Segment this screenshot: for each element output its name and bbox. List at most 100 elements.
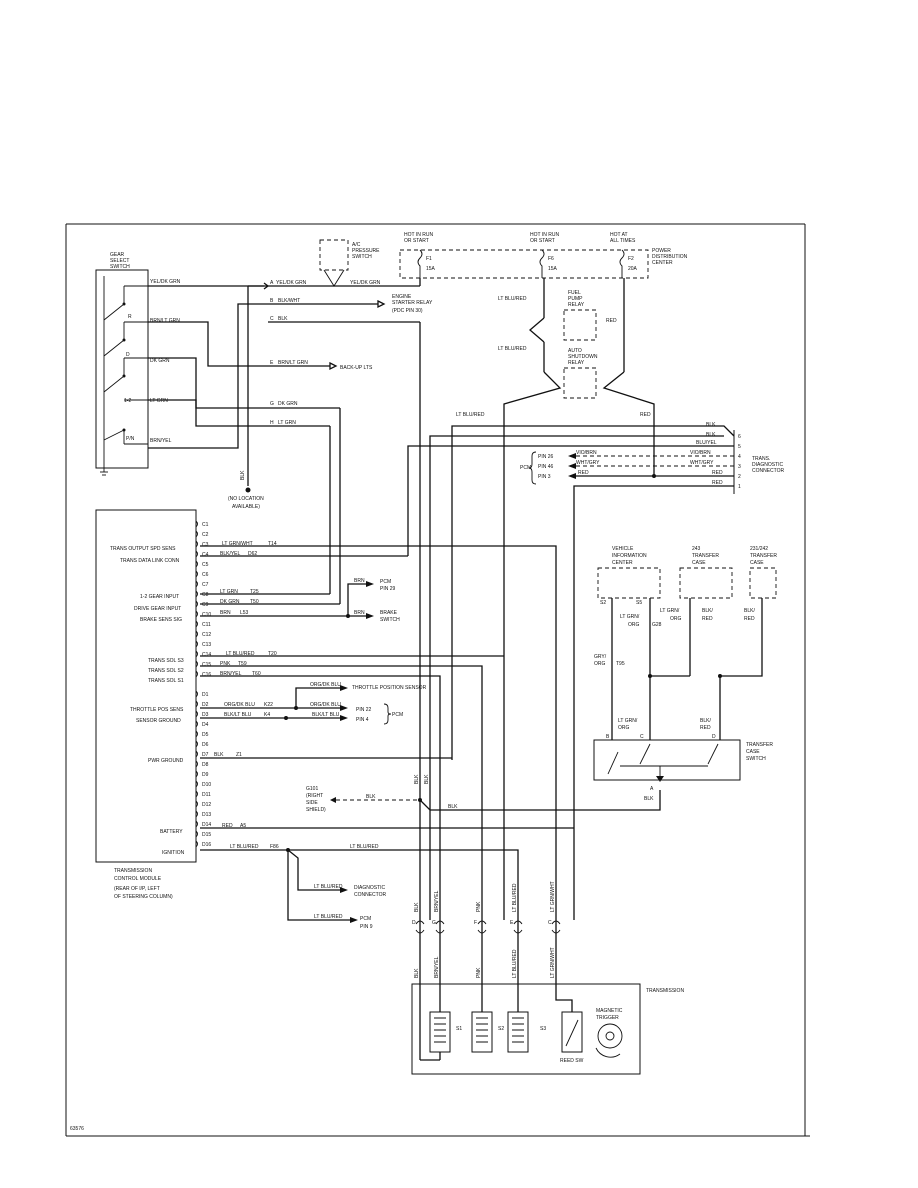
col1-line2: OR START [404,238,429,244]
tc-pin-1: D [412,920,416,926]
gear-switch-title-1: GEAR [110,252,125,258]
lbl-c10: BRAKE SENS SIG [140,617,182,623]
g101-wire: BLK [366,794,376,800]
w-d3c: K4 [264,712,270,718]
engine-relay-1: ENGINE [392,294,412,300]
sol-s3: S3 [540,1026,546,1032]
tc231-1: 231/242 [750,546,768,552]
ac-pressure-switch: A/C PRESSURE SWITCH [248,239,421,287]
fuse-f6 [539,249,545,278]
w-c10: BRN [220,610,231,616]
col3-line2: ALL TIMES [610,238,636,244]
w-d7c: Z1 [236,752,242,758]
fuse-f6-label: F6 [548,256,554,262]
tcm-pin-c6: C6 [202,572,209,578]
dw1: BLK [706,422,716,428]
w-d16c: F86 [270,844,279,850]
pin3: PIN 3 [538,474,551,480]
fp-relay-1: FUEL [568,290,581,296]
w-c9c: T50 [250,599,259,605]
lbl-d14: BATTERY [160,829,183,835]
conn-b: B [270,298,274,304]
asd-2: SHUTDOWN [568,354,598,360]
sol-s2: S2 [498,1026,504,1032]
tps-wire: ORG/DK BLU [310,682,341,688]
gear-pos-d: D [126,352,130,358]
tc-pin-5: C [548,920,552,926]
tcm-title-2: CONTROL MODULE [114,876,162,882]
dp4: 4 [738,454,741,460]
pcm9-1: PCM [360,916,371,922]
tcm-pin-c1: C1 [202,522,209,528]
tcs-3: SWITCH [746,756,766,762]
power-distribution-center: HOT IN RUN OR START HOT IN RUN OR START … [399,232,688,279]
w-c3: LT GRN/WHT [222,541,253,547]
w-c14c: T20 [268,651,277,657]
trans-label: TRANSMISSION [646,988,684,994]
tcm-pin-terminal [195,550,198,558]
conn-c-color: BLK [278,316,288,322]
conn-g: G [270,401,274,407]
backup-lights: BACK-UP LTS [340,365,373,371]
tcs-c: C [640,734,644,740]
gry-org-c: T95 [616,661,625,667]
dw2: BLK [706,432,716,438]
dw7: RED [712,480,723,486]
mid-blk-1: BLK [414,774,420,784]
tcm-pin-terminal [195,530,198,538]
tcm-pin-c16: C16 [202,672,211,678]
fuse-f1-label: F1 [426,256,432,262]
tcm-pin-d14: D14 [202,822,211,828]
vic-1: VEHICLE [612,546,634,552]
tcm-pin-terminal [195,610,198,618]
w-d7: BLK [214,752,224,758]
tc243-2: TRANSFER [692,553,719,559]
tc243-w2: RED [702,616,713,622]
tcm-pin-c15: C15 [202,662,211,668]
pcm-w2: BLK/LT BLU [312,712,340,718]
w-c8: LT GRN [220,589,238,595]
tc231-w1: BLK/ [744,608,755,614]
brake-1: BRAKE [380,610,398,616]
fuse-f2 [619,249,625,278]
tcm-pin-terminal [195,780,198,788]
tc-pin-3: F [474,920,477,926]
diagram-frame: 63576 [65,223,810,1137]
tcm-pin-c8: C8 [202,592,209,598]
asd-wire: LT BLU/RED [498,346,527,352]
ac-label-2: PRESSURE [352,248,380,254]
dp2: 2 [738,474,741,480]
pcm-w1: ORG/DK BLU [310,702,341,708]
tc243-3: CASE [692,560,706,566]
tc243-w1: BLK/ [702,608,713,614]
tcm-pin-d9: D9 [202,772,209,778]
tcs-b: B [606,734,610,740]
vic-w1c: G28 [652,622,662,628]
dw6b: RED [712,470,723,476]
tcm-pin-terminal [195,570,198,578]
g101-wire2: BLK [448,804,458,810]
diag-label-3: CONNECTOR [752,468,785,474]
tc231-w2: RED [744,616,755,622]
tcs-w2: ORG [618,725,630,731]
tcm-pin-d1: D1 [202,692,209,698]
tcm-pin-terminal [195,760,198,768]
w-c14: LT BLU/RED [226,651,255,657]
pin4: PIN 4 [356,717,369,723]
lbl-d3: SENSOR GROUND [136,718,181,724]
tcm-pin-c7: C7 [202,582,209,588]
relays: FUEL PUMP RELAY LT BLU/RED LT BLU/RED RE… [456,278,655,920]
tcs-1: TRANSFER [746,742,773,748]
tcs-w3: BLK/ [700,718,711,724]
vic-w2a: LT GRN/ [660,608,680,614]
tcm-pin-terminal [195,730,198,738]
conn-e: E [270,360,274,366]
w-c15c: T59 [238,661,247,667]
tcs-d: D [712,734,716,740]
lbl-d2: THROTTLE POS SENS [130,707,184,713]
pdc-label-1: POWER [652,248,671,254]
tcm-pin-d7: D7 [202,752,209,758]
tcm-pin-d11: D11 [202,792,211,798]
tcm-pin-d13: D13 [202,812,211,818]
fuse-f1 [417,249,423,278]
